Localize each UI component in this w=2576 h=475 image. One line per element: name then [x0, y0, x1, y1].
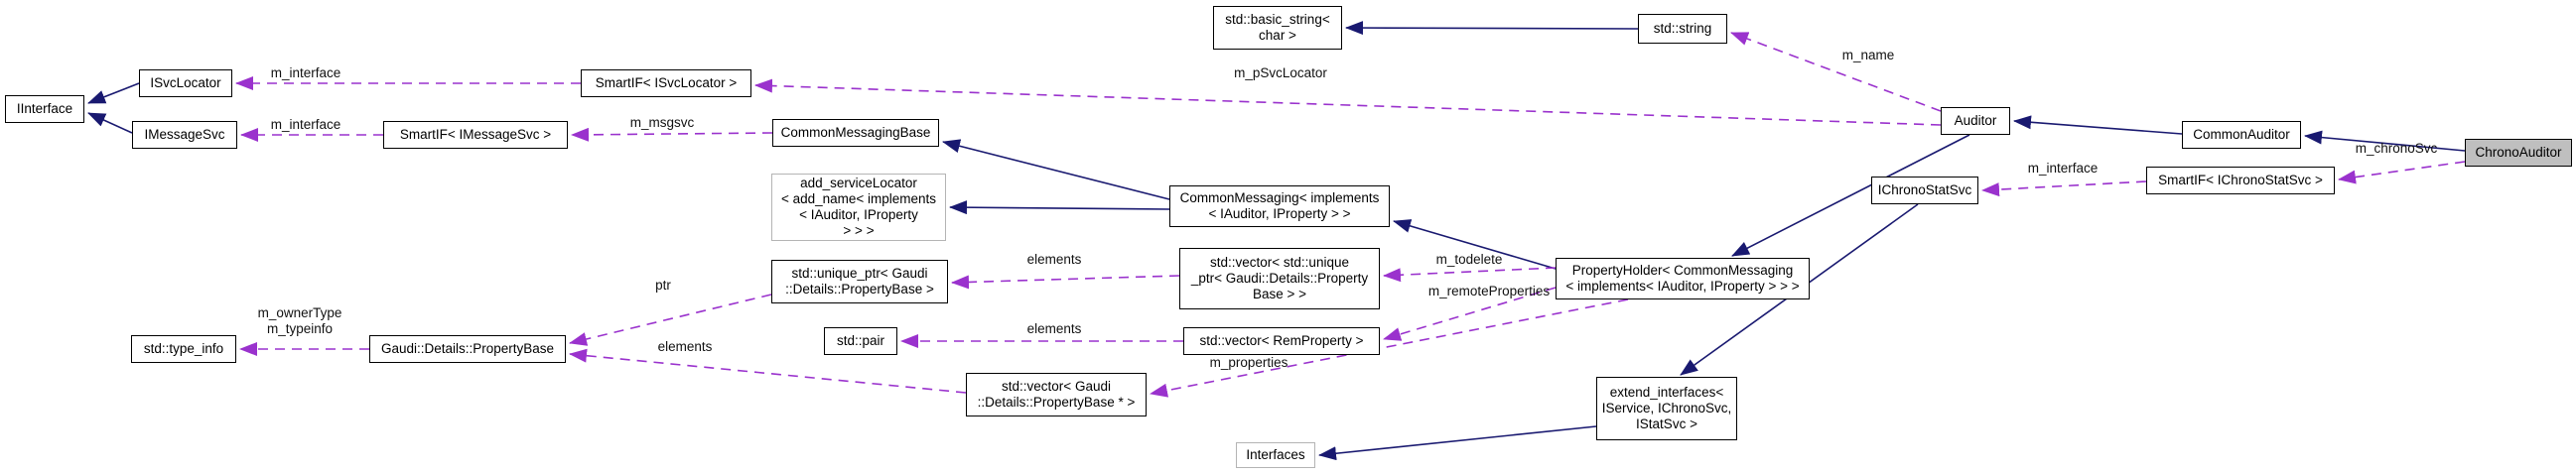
node-label-line: _ptr< Gaudi::Details::Property [1190, 270, 1369, 286]
node-label-line: CommonMessagingBase [780, 124, 931, 140]
node-label-line: Gaudi::Details::PropertyBase [380, 340, 555, 356]
node-propertybase[interactable]: Gaudi::Details::PropertyBase [369, 335, 566, 363]
node-std-string[interactable]: std::string [1638, 14, 1727, 44]
node-smartif-isvclocator[interactable]: SmartIF< ISvcLocator > [581, 69, 751, 97]
edge-commonmessaging-to-base [942, 139, 1170, 200]
edge-auditor-to-propertyholder [1731, 134, 1970, 257]
node-label-line: ChronoAuditor [2475, 144, 2562, 160]
node-imessagesvc[interactable]: IMessageSvc [132, 121, 237, 149]
node-label-line: std::pair [836, 332, 885, 348]
node-label-line: SmartIF< IChronoStatSvc > [2158, 172, 2323, 187]
edge-m-properties [1150, 298, 1629, 398]
node-std-unique-ptr[interactable]: std::unique_ptr< Gaudi::Details::Propert… [771, 260, 948, 303]
node-label-line: SmartIF< ISvcLocator > [595, 74, 738, 90]
node-label-line: std::type_info [143, 340, 224, 356]
edge-ptr [569, 294, 772, 346]
node-commonmessagingbase[interactable]: CommonMessagingBase [772, 119, 939, 147]
node-commonauditor[interactable]: CommonAuditor [2182, 121, 2301, 149]
node-label-line: char > [1259, 28, 1296, 43]
node-label-line: Base > > [1252, 287, 1307, 302]
node-label-line: SmartIF< IMessageSvc > [399, 126, 552, 142]
node-label-line: IChronoStatSvc [1877, 181, 1972, 197]
node-label-line: IService, IChronoSvc, [1601, 400, 1732, 416]
node-label-line: < IAuditor, IProperty > > [1208, 206, 1351, 221]
node-label-line: IMessageSvc [144, 126, 225, 142]
edge-chronoauditor-to-commonauditor [2304, 130, 2466, 152]
edge-m-interface-ichronostatsvc [1981, 180, 2147, 197]
node-isvclocator[interactable]: ISvcLocator [139, 69, 232, 97]
node-label-line: > > > [843, 223, 875, 239]
node-label-line: std::vector< std::unique [1210, 254, 1349, 270]
edge-m-psvclocator [754, 78, 1942, 126]
node-label-line: < add_name< implements [780, 190, 937, 206]
node-std-pair[interactable]: std::pair [824, 327, 897, 355]
node-smartif-imessagesvc[interactable]: SmartIF< IMessageSvc > [383, 121, 568, 149]
node-vector-propertybase[interactable]: std::vector< Gaudi::Details::PropertyBas… [966, 373, 1147, 416]
edge-imessagesvc-to-iinterface [87, 112, 133, 134]
node-commonmessaging[interactable]: CommonMessaging< implements< IAuditor, I… [1169, 185, 1390, 227]
edge-m-chronosvc [2338, 161, 2466, 184]
node-std-type-info[interactable]: std::type_info [131, 335, 236, 363]
node-vector-remproperty[interactable]: std::vector< RemProperty > [1183, 327, 1380, 355]
node-label-line: std::basic_string< [1225, 11, 1330, 27]
node-label-line: Interfaces [1246, 446, 1305, 462]
node-label-line: ::Details::PropertyBase > [785, 282, 934, 297]
node-extend-interfaces[interactable]: extend_interfaces<IService, IChronoSvc,I… [1596, 377, 1737, 440]
node-iinterface[interactable]: IInterface [5, 95, 84, 123]
edge-elements-propertybase [569, 348, 967, 394]
node-label-line: < IAuditor, IProperty [799, 207, 918, 222]
node-chronoauditor[interactable]: ChronoAuditor [2465, 139, 2572, 167]
node-label-line: < implements< IAuditor, IProperty > > > [1565, 279, 1800, 294]
node-interfaces[interactable]: Interfaces [1236, 442, 1315, 468]
node-label-line: IStatSvc > [1636, 416, 1697, 432]
node-label-line: std::string [1653, 20, 1712, 36]
edge-extendinterfaces-to-interfaces [1318, 425, 1597, 461]
node-label-line: std::vector< RemProperty > [1199, 332, 1364, 348]
edge-elements-uniqueptr [951, 275, 1180, 290]
edge-commonmessaging-to-addservicelocator [949, 200, 1170, 215]
node-label-line: CommonAuditor [2193, 126, 2290, 142]
node-label-line: ISvcLocator [150, 74, 221, 90]
edge-m-todelete [1383, 267, 1557, 283]
node-label-line: PropertyHolder< CommonMessaging [1571, 262, 1794, 278]
node-label-line: IInterface [16, 100, 73, 116]
edge-m-msgsvc [571, 127, 773, 142]
node-label-line: CommonMessaging< implements [1179, 189, 1380, 205]
node-label-line: std::unique_ptr< Gaudi [791, 265, 928, 281]
node-std-basic-string[interactable]: std::basic_string<char > [1213, 6, 1342, 50]
node-auditor[interactable]: Auditor [1941, 107, 2010, 135]
edges-group [87, 21, 2466, 461]
edge-m-remoteproperties [1383, 287, 1557, 341]
node-label-line: std::vector< Gaudi [1002, 378, 1111, 394]
node-label-line: extend_interfaces< [1609, 384, 1724, 400]
node-label-line: add_serviceLocator [800, 175, 917, 190]
edge-isvclocator-to-iinterface [87, 82, 140, 104]
node-vector-unique-ptr[interactable]: std::vector< std::unique_ptr< Gaudi::Det… [1179, 248, 1380, 309]
node-label-line: Auditor [1954, 112, 1997, 128]
edge-stdstring-to-basicstring [1345, 21, 1639, 36]
edge-propertyholder-to-commonmessaging [1393, 219, 1557, 270]
node-smartif-ichronostatsvc[interactable]: SmartIF< IChronoStatSvc > [2146, 167, 2335, 194]
edge-commonauditor-to-auditor [2013, 115, 2183, 135]
node-add-servicelocator[interactable]: add_serviceLocator< add_name< implements… [771, 174, 946, 241]
node-propertyholder[interactable]: PropertyHolder< CommonMessaging< impleme… [1556, 258, 1810, 299]
edge-m-name [1730, 32, 1942, 112]
node-ichronostatsvc[interactable]: IChronoStatSvc [1871, 177, 1978, 204]
node-label-line: ::Details::PropertyBase * > [977, 395, 1136, 410]
